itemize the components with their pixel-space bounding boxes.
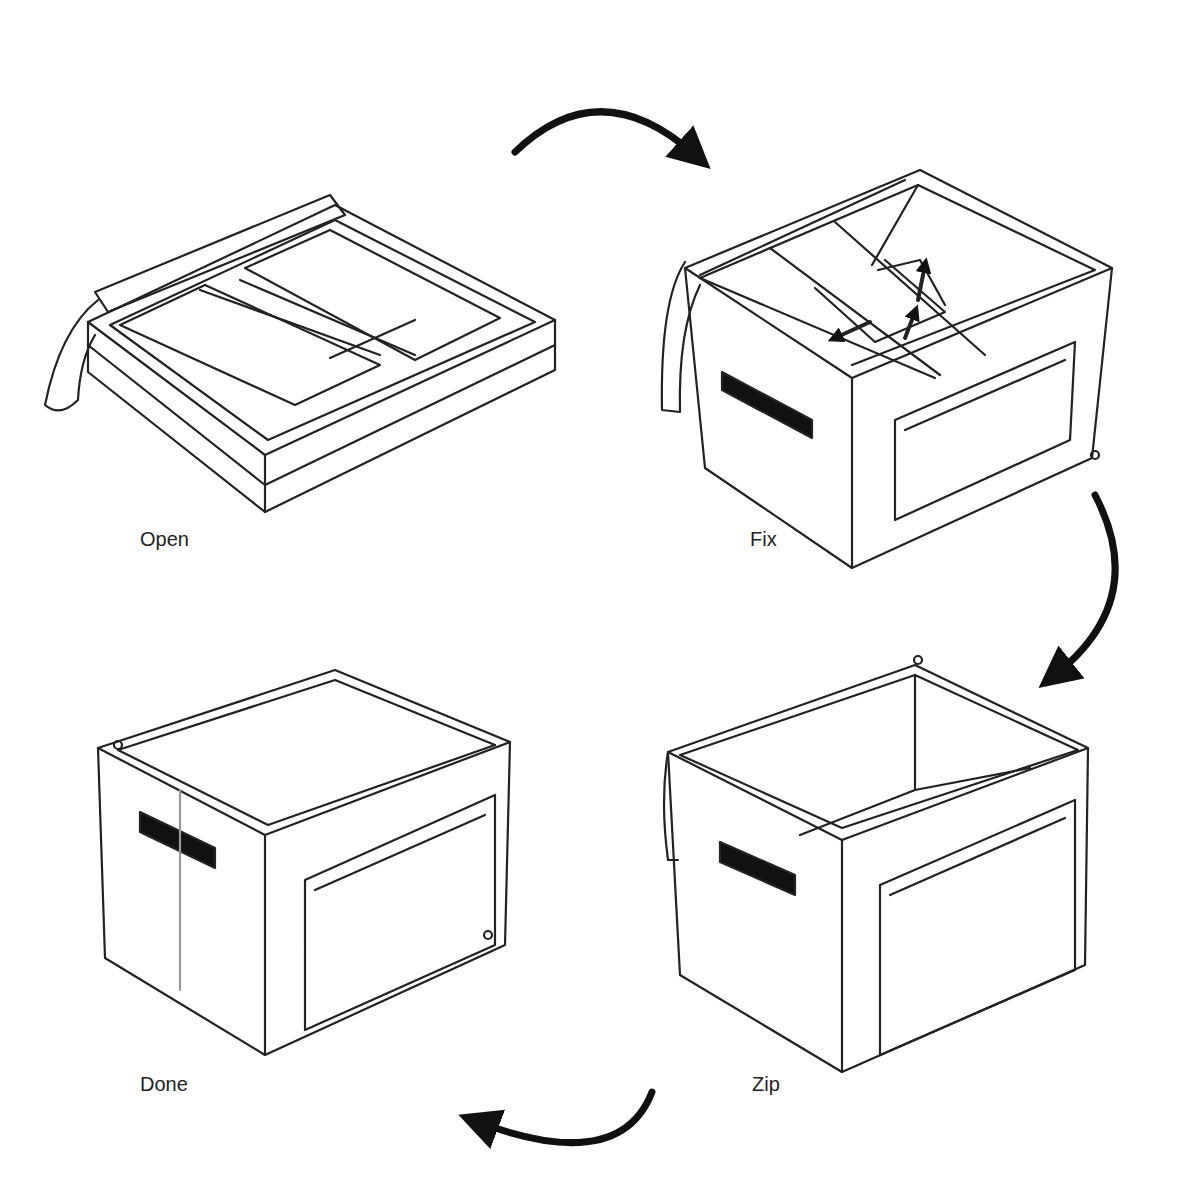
open-box: [664, 656, 1088, 1072]
step-label: Done: [138, 1073, 190, 1096]
step-label: Open: [138, 528, 191, 551]
erecting-box: [662, 170, 1112, 568]
step-label: Zip: [750, 1073, 782, 1096]
closed-box: [98, 670, 510, 1055]
flow-arrow: [515, 112, 695, 155]
flow-arrow: [1055, 495, 1115, 675]
folded-box: [45, 195, 555, 512]
step-label: Fix: [748, 528, 779, 551]
flow-arrow: [478, 1092, 652, 1143]
